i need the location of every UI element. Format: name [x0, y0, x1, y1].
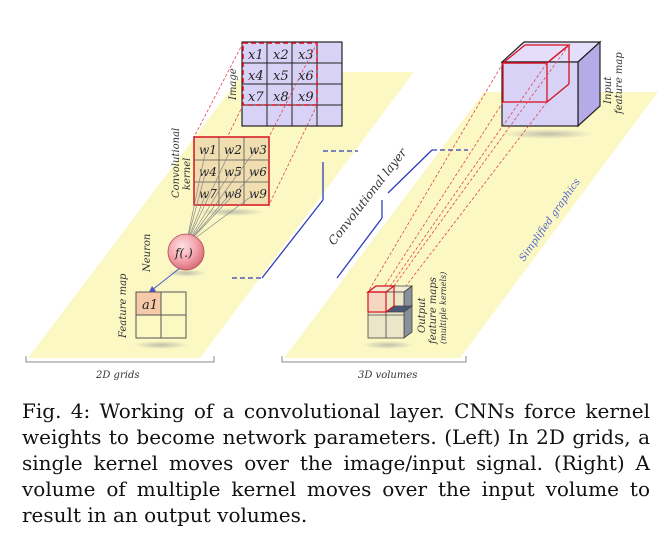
- output-label-line1: Output: [417, 297, 428, 333]
- neuron-arrow-line: [151, 267, 181, 291]
- kernel-grid: [193, 136, 270, 206]
- input-fm-label-line2: feature map: [614, 52, 625, 115]
- image-cell-4: x4: [248, 69, 264, 84]
- conv-layer-bracket: [232, 149, 468, 279]
- bottom-brackets: [25, 356, 467, 363]
- volume-projection: [367, 44, 570, 313]
- figure-caption: Fig. 4: Working of a convolutional layer…: [22, 399, 650, 527]
- image-cell-1: x1: [248, 48, 264, 63]
- neuron-function: f(.): [174, 246, 193, 260]
- feature-map-grid: [135, 291, 187, 339]
- image-cell-5: x5: [273, 69, 289, 84]
- neuron-circle: [167, 233, 205, 271]
- kernel-cell-9: w9: [249, 187, 267, 201]
- neuron-label: Neuron: [142, 234, 153, 273]
- kernel-label-line2: kernel: [182, 158, 193, 190]
- image-label: Image: [228, 68, 239, 101]
- grids-2d-label: 2D grids: [95, 370, 139, 381]
- convolution-diagram: x1 x2 x3 x4 x5 x6 x7 x8 x9 Image w1 w2 w…: [25, 40, 658, 381]
- feature-map-label: Feature map: [118, 273, 129, 339]
- image-cell-8: x8: [273, 90, 289, 105]
- feature-map-shadow: [133, 341, 189, 349]
- output-label-line2: feature maps: [428, 277, 439, 345]
- kernel-cell-3: w3: [249, 143, 267, 157]
- kernel-cell-1: w1: [199, 143, 217, 157]
- kernel-cell-2: w2: [224, 143, 242, 157]
- image-grid: [241, 41, 343, 127]
- input-fm-label-line1: Input: [603, 76, 614, 105]
- input-cube-shadow: [502, 129, 594, 139]
- kernel-cell-7: w7: [199, 187, 217, 201]
- kernel-label-line1: Convolutional: [171, 128, 182, 198]
- image-cell-9: x9: [298, 90, 314, 105]
- input-cube: [500, 40, 602, 128]
- volumes-3d-label: 3D volumes: [358, 370, 417, 381]
- kernel-cell-6: w6: [249, 165, 267, 179]
- feature-map-cell: a1: [142, 298, 158, 313]
- kernel-cell-4: w4: [199, 165, 217, 179]
- output-volume-shadow: [362, 341, 414, 349]
- output-volume: [366, 285, 414, 339]
- image-cell-7: x7: [248, 90, 264, 105]
- output-label-line3: (multiple kernels): [439, 272, 448, 344]
- image-cell-6: x6: [298, 69, 314, 84]
- kernel-neuron-connections: [185, 148, 257, 246]
- image-cell-2: x2: [273, 48, 289, 63]
- image-cell-3: x3: [298, 48, 314, 63]
